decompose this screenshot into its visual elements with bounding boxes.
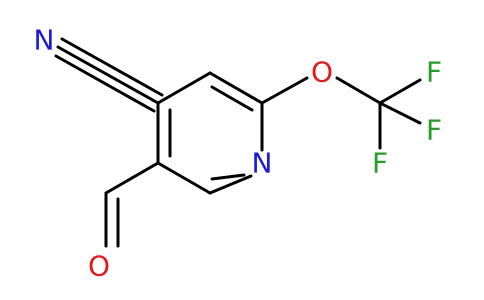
bond-c3-c2 (208, 71, 264, 105)
bond-c3-c2-inner (210, 85, 254, 112)
atom-o-ether: O (311, 56, 333, 89)
atom-n-nitrile: N (34, 24, 55, 57)
bond-c6-n-inner (210, 173, 246, 181)
bond-nitrile-2 (54, 54, 156, 113)
atom-o-aldehyde: O (88, 250, 110, 283)
bond-c-f2 (378, 101, 422, 125)
bond-c-f1 (378, 78, 422, 105)
atom-f1: F (426, 56, 442, 89)
bond-nitrile-1 (56, 45, 160, 105)
bond-nitrile-3 (60, 37, 164, 97)
atom-n-ring: N (252, 147, 273, 180)
bond-c5-cho (104, 161, 160, 195)
bond-c2-o (260, 76, 309, 105)
bond-c6-n (208, 174, 253, 195)
atom-f3: F (372, 147, 388, 180)
bond-c5-c6 (156, 161, 212, 195)
bond-o-c (335, 76, 382, 105)
atom-f2: F (426, 114, 442, 147)
bond-c4-c3 (156, 71, 212, 105)
